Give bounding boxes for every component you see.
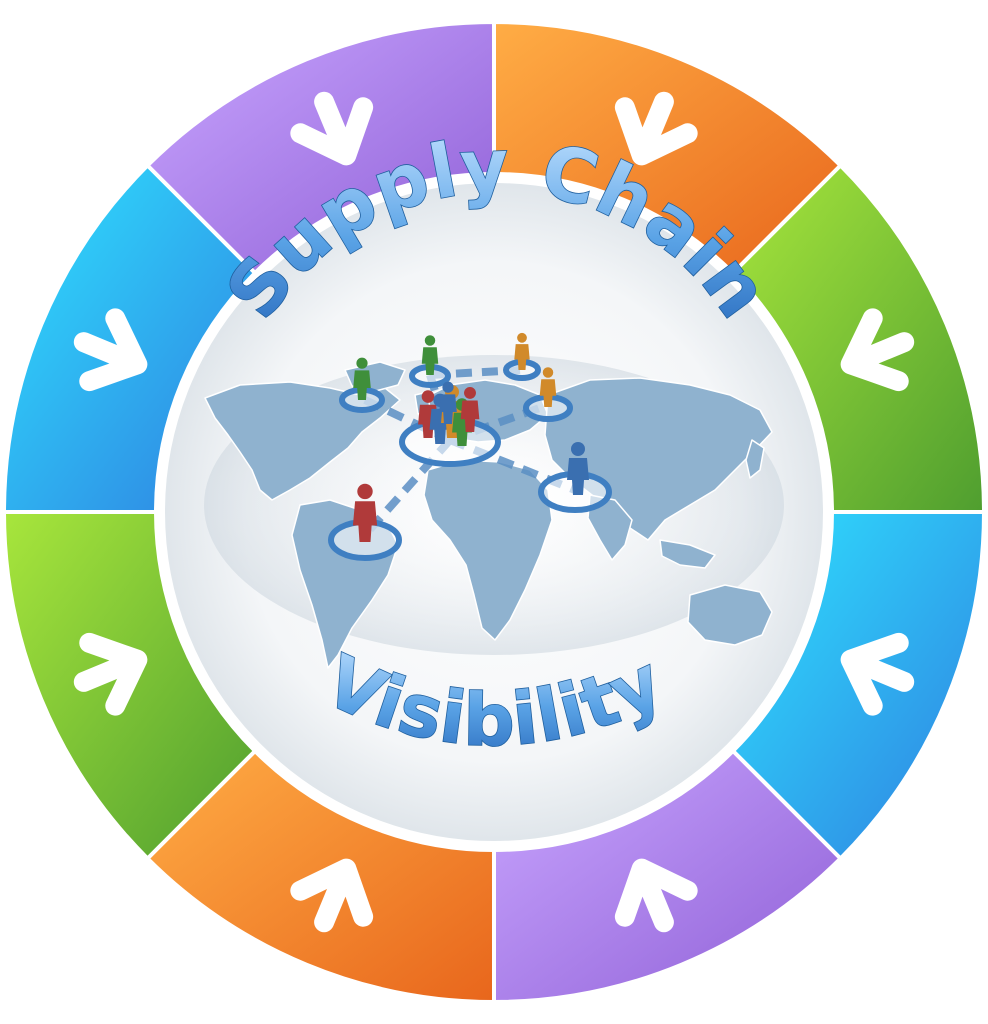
arrow-up-left-icon [614, 858, 698, 933]
arrow-right-icon [73, 632, 148, 716]
australia-shape [687, 584, 773, 646]
person-icon [352, 483, 378, 542]
person-icon [539, 367, 557, 407]
person-icon [439, 381, 457, 424]
southeast-asia-shape [659, 539, 716, 569]
person-icon [514, 332, 530, 370]
india-shape [587, 494, 633, 561]
arrow-down-left-icon [614, 91, 698, 166]
ring-segments [1, 19, 987, 1005]
person-icon [421, 335, 439, 375]
arrow-right-icon [73, 308, 148, 392]
africa-shape [423, 459, 553, 641]
arrow-left-icon [840, 632, 915, 716]
japan-shape [745, 439, 765, 479]
person-icon [353, 357, 371, 400]
arrow-down-right-icon [290, 91, 374, 166]
arrow-up-right-icon [290, 858, 374, 933]
person-icon [567, 442, 589, 495]
people-figures [352, 332, 589, 542]
person-icon [460, 386, 480, 432]
arrow-left-icon [840, 308, 915, 392]
world-map-image [204, 332, 784, 669]
